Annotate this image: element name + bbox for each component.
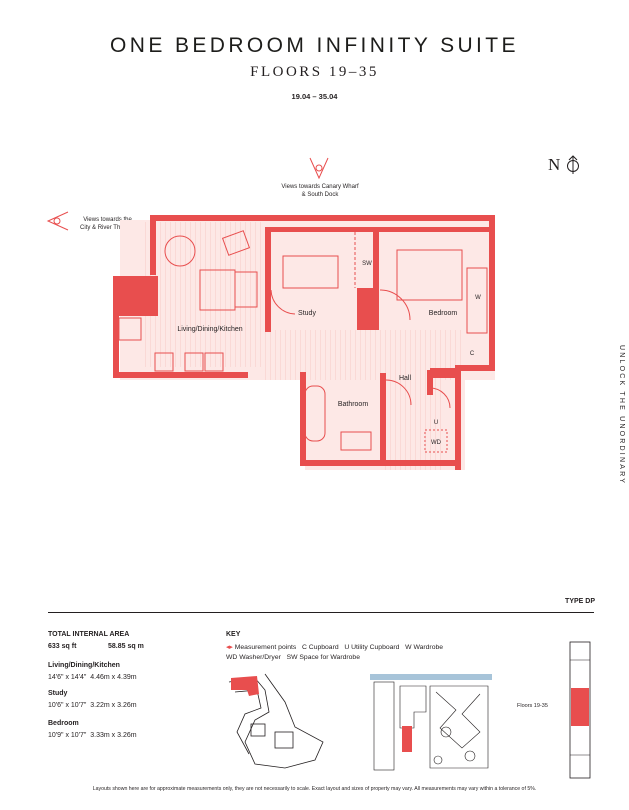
room-hall-label: Hall xyxy=(399,375,412,382)
floors-marker-label: Floors 19-35 xyxy=(517,703,548,709)
key-utility: U Utility Cupboard xyxy=(344,644,400,651)
key-heading: KEY xyxy=(226,631,241,638)
key-cupboard: C Cupboard xyxy=(301,644,339,651)
view-eye-icon xyxy=(46,211,69,231)
views-canary-line2: & South Dock xyxy=(301,191,339,198)
utility-label: U xyxy=(434,420,438,426)
room-imperial: 10'9" x 10'7" xyxy=(48,732,87,739)
views-city-thames: Views towards the City & River Thames xyxy=(60,217,155,232)
wardrobe-label: W xyxy=(475,295,481,301)
space-for-wardrobe-label: SW xyxy=(362,261,372,267)
room-imperial: 14'6" x 14'4" xyxy=(48,674,87,681)
compass: N xyxy=(548,155,581,175)
views-city-line1: Views towards the xyxy=(83,217,132,223)
room-metric: 3.22m x 3.26m xyxy=(90,702,137,709)
room-study-label: Study xyxy=(298,310,316,317)
room-name: Study xyxy=(48,690,68,697)
room-name: Living/Dining/Kitchen xyxy=(48,662,120,669)
room-bedroom-label: Bedroom xyxy=(429,310,458,317)
room-imperial: 10'6" x 10'7" xyxy=(48,702,87,709)
views-canary-wharf: Views towards Canary Wharf & South Dock xyxy=(260,184,380,199)
key-space-wardrobe: SW Space for Wardrobe xyxy=(286,654,360,661)
key-washer-dryer: WD Washer/Dryer xyxy=(226,654,281,661)
divider xyxy=(48,612,594,613)
room-living-label: Living/Dining/Kitchen xyxy=(177,326,242,333)
total-sqm: 58.85 sq m xyxy=(108,643,144,650)
room-dimensions: 10'9" x 10'7" 3.33m x 3.26m xyxy=(48,732,137,739)
room-metric: 3.33m x 3.26m xyxy=(90,732,137,739)
building-elevation xyxy=(569,641,591,779)
site-map xyxy=(370,674,492,771)
key-line-1: ◂▸ Measurement points C Cupboard U Utili… xyxy=(226,643,443,651)
type-label: TYPE DP xyxy=(565,598,595,605)
north-arrow-icon xyxy=(566,155,579,174)
total-sqft: 633 sq ft xyxy=(48,643,77,650)
unit-range: 19.04 – 35.04 xyxy=(291,92,338,101)
unit-location-highlight xyxy=(231,676,259,696)
views-canary-line1: Views towards Canary Wharf xyxy=(281,184,359,190)
room-dimensions: 14'6" x 14'4" 4.46m x 4.39m xyxy=(48,674,137,681)
total-area-row: 633 sq ft 58.85 sq m xyxy=(48,643,144,650)
cupboard-label: C xyxy=(470,351,475,357)
views-city-line2: City & River Thames xyxy=(80,224,135,231)
disclaimer: Layouts shown here are for approximate m… xyxy=(92,786,537,792)
page-title: ONE BEDROOM INFINITY SUITE xyxy=(110,34,519,57)
room-name: Bedroom xyxy=(48,720,79,727)
floor-range-highlight xyxy=(571,688,589,726)
room-dimensions: 10'6" x 10'7" 3.22m x 3.26m xyxy=(48,702,137,709)
floors-subtitle: FLOORS 19–35 xyxy=(250,64,379,80)
side-tagline: UNLOCK THE UNORDINARY xyxy=(618,345,625,486)
building-highlight xyxy=(402,726,412,752)
total-area-heading: TOTAL INTERNAL AREA xyxy=(48,631,130,638)
view-eye-icon xyxy=(309,157,329,180)
measurement-arrows-icon: ◂▸ xyxy=(226,644,233,651)
room-bathroom-label: Bathroom xyxy=(338,401,369,408)
floor-plan: Living/Dining/Kitchen Study Bedroom Hall… xyxy=(113,215,495,470)
compass-north-label: N xyxy=(548,155,561,174)
washer-dryer-label: WD xyxy=(431,440,442,446)
key-line-2: WD Washer/Dryer SW Space for Wardrobe xyxy=(226,654,360,661)
room-metric: 4.46m x 4.39m xyxy=(90,674,137,681)
building-floor-key-plan xyxy=(228,673,324,769)
key-wardrobe: W Wardrobe xyxy=(405,644,444,651)
key-measure: Measurement points xyxy=(234,644,297,651)
walls xyxy=(113,215,495,470)
